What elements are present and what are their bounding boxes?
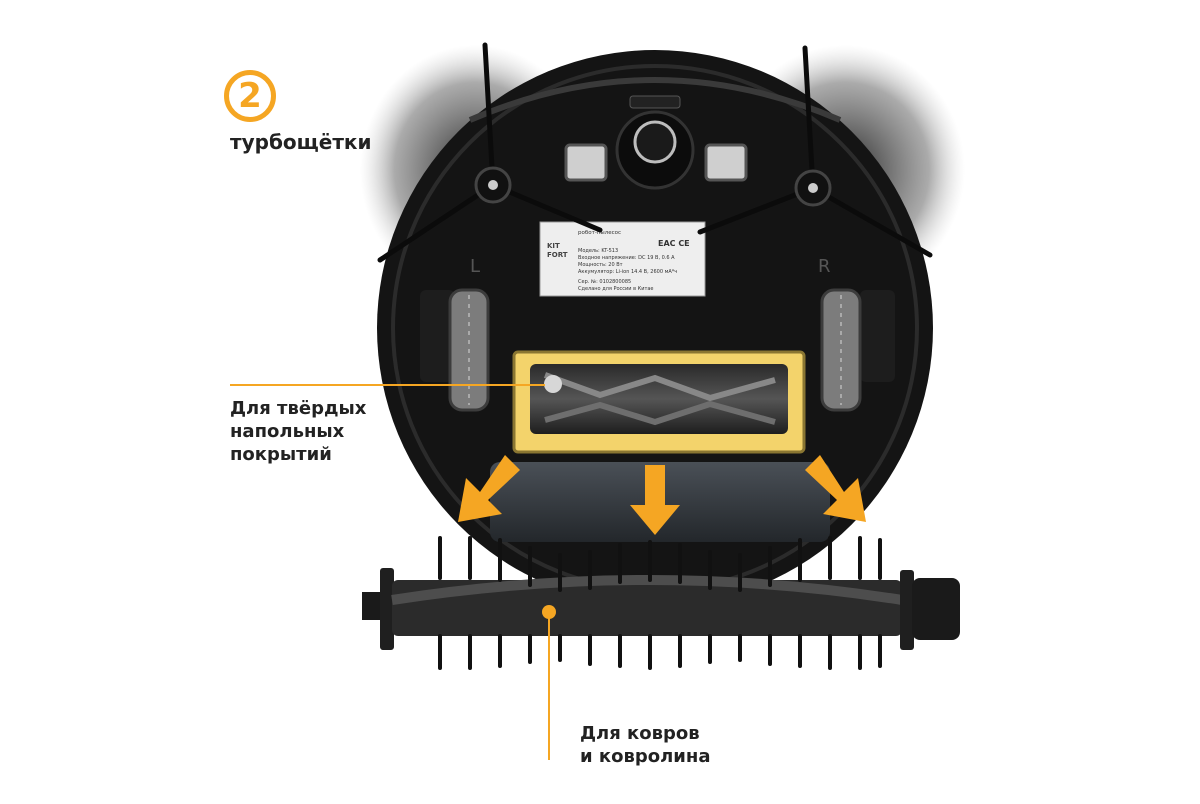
hard-floor-roller-blades: [543, 372, 776, 402]
plate-model: Модель: KT-513: [578, 248, 618, 254]
feature-title: турбощётки: [230, 130, 372, 154]
hard-floor-label: Для твёрдых напольных покрытий: [230, 397, 366, 466]
hard-floor-label-line2: напольных: [230, 421, 345, 442]
carpet-label-line1: Для ковров: [580, 723, 700, 744]
charging-contact: [629, 95, 681, 109]
side-brush-right: [697, 45, 933, 258]
drive-wheel-right: [820, 288, 895, 412]
plate-marks: EAC CE: [658, 239, 690, 248]
drive-wheel-left: [420, 288, 490, 412]
label-plate: [539, 221, 706, 297]
plate-battery: Аккумулятор: Li-ion 14.4 В, 2600 мА*ч: [578, 269, 677, 275]
hard-floor-roller: [530, 364, 788, 434]
step-number-badge: 2: [224, 70, 276, 122]
hard-floor-roller-blades-lower: [544, 400, 776, 426]
carpet-label-line2: и ковролина: [580, 746, 711, 767]
plate-brand-line2: FORT: [547, 251, 568, 259]
plate-origin: Сделано для России в Китае: [578, 286, 654, 292]
plate-product: робот-пылесос: [578, 230, 621, 236]
carpet-label: Для ковров и ковролина: [580, 722, 710, 768]
side-letter-left: L: [470, 256, 480, 277]
callout-dot-carpet: [542, 605, 556, 619]
side-letter-right: R: [818, 256, 831, 277]
plate-brand-line1: KIT: [547, 242, 560, 250]
cliff-sensor-right: [704, 143, 748, 182]
roller-end-cap: [544, 375, 562, 393]
arrow-right-icon: [805, 455, 866, 522]
hard-floor-label-line1: Для твёрдых: [230, 398, 367, 419]
caster-wheel-hub: [633, 120, 677, 164]
arrow-center-icon: [630, 465, 680, 535]
plate-serial: Сер. №: 0102800085: [578, 279, 631, 285]
arrow-left-icon: [458, 455, 520, 522]
plate-power: Мощность: 20 Вт: [578, 262, 623, 268]
plate-voltage: Входное напряжение: DC 19 В, 0.6 А: [578, 255, 675, 261]
side-brush-left: [377, 42, 603, 263]
cliff-sensor-left: [564, 143, 608, 182]
hard-floor-label-line3: покрытий: [230, 444, 332, 465]
carpet-bristle-roller: [362, 536, 960, 670]
robot-top-bumper: [468, 77, 842, 123]
